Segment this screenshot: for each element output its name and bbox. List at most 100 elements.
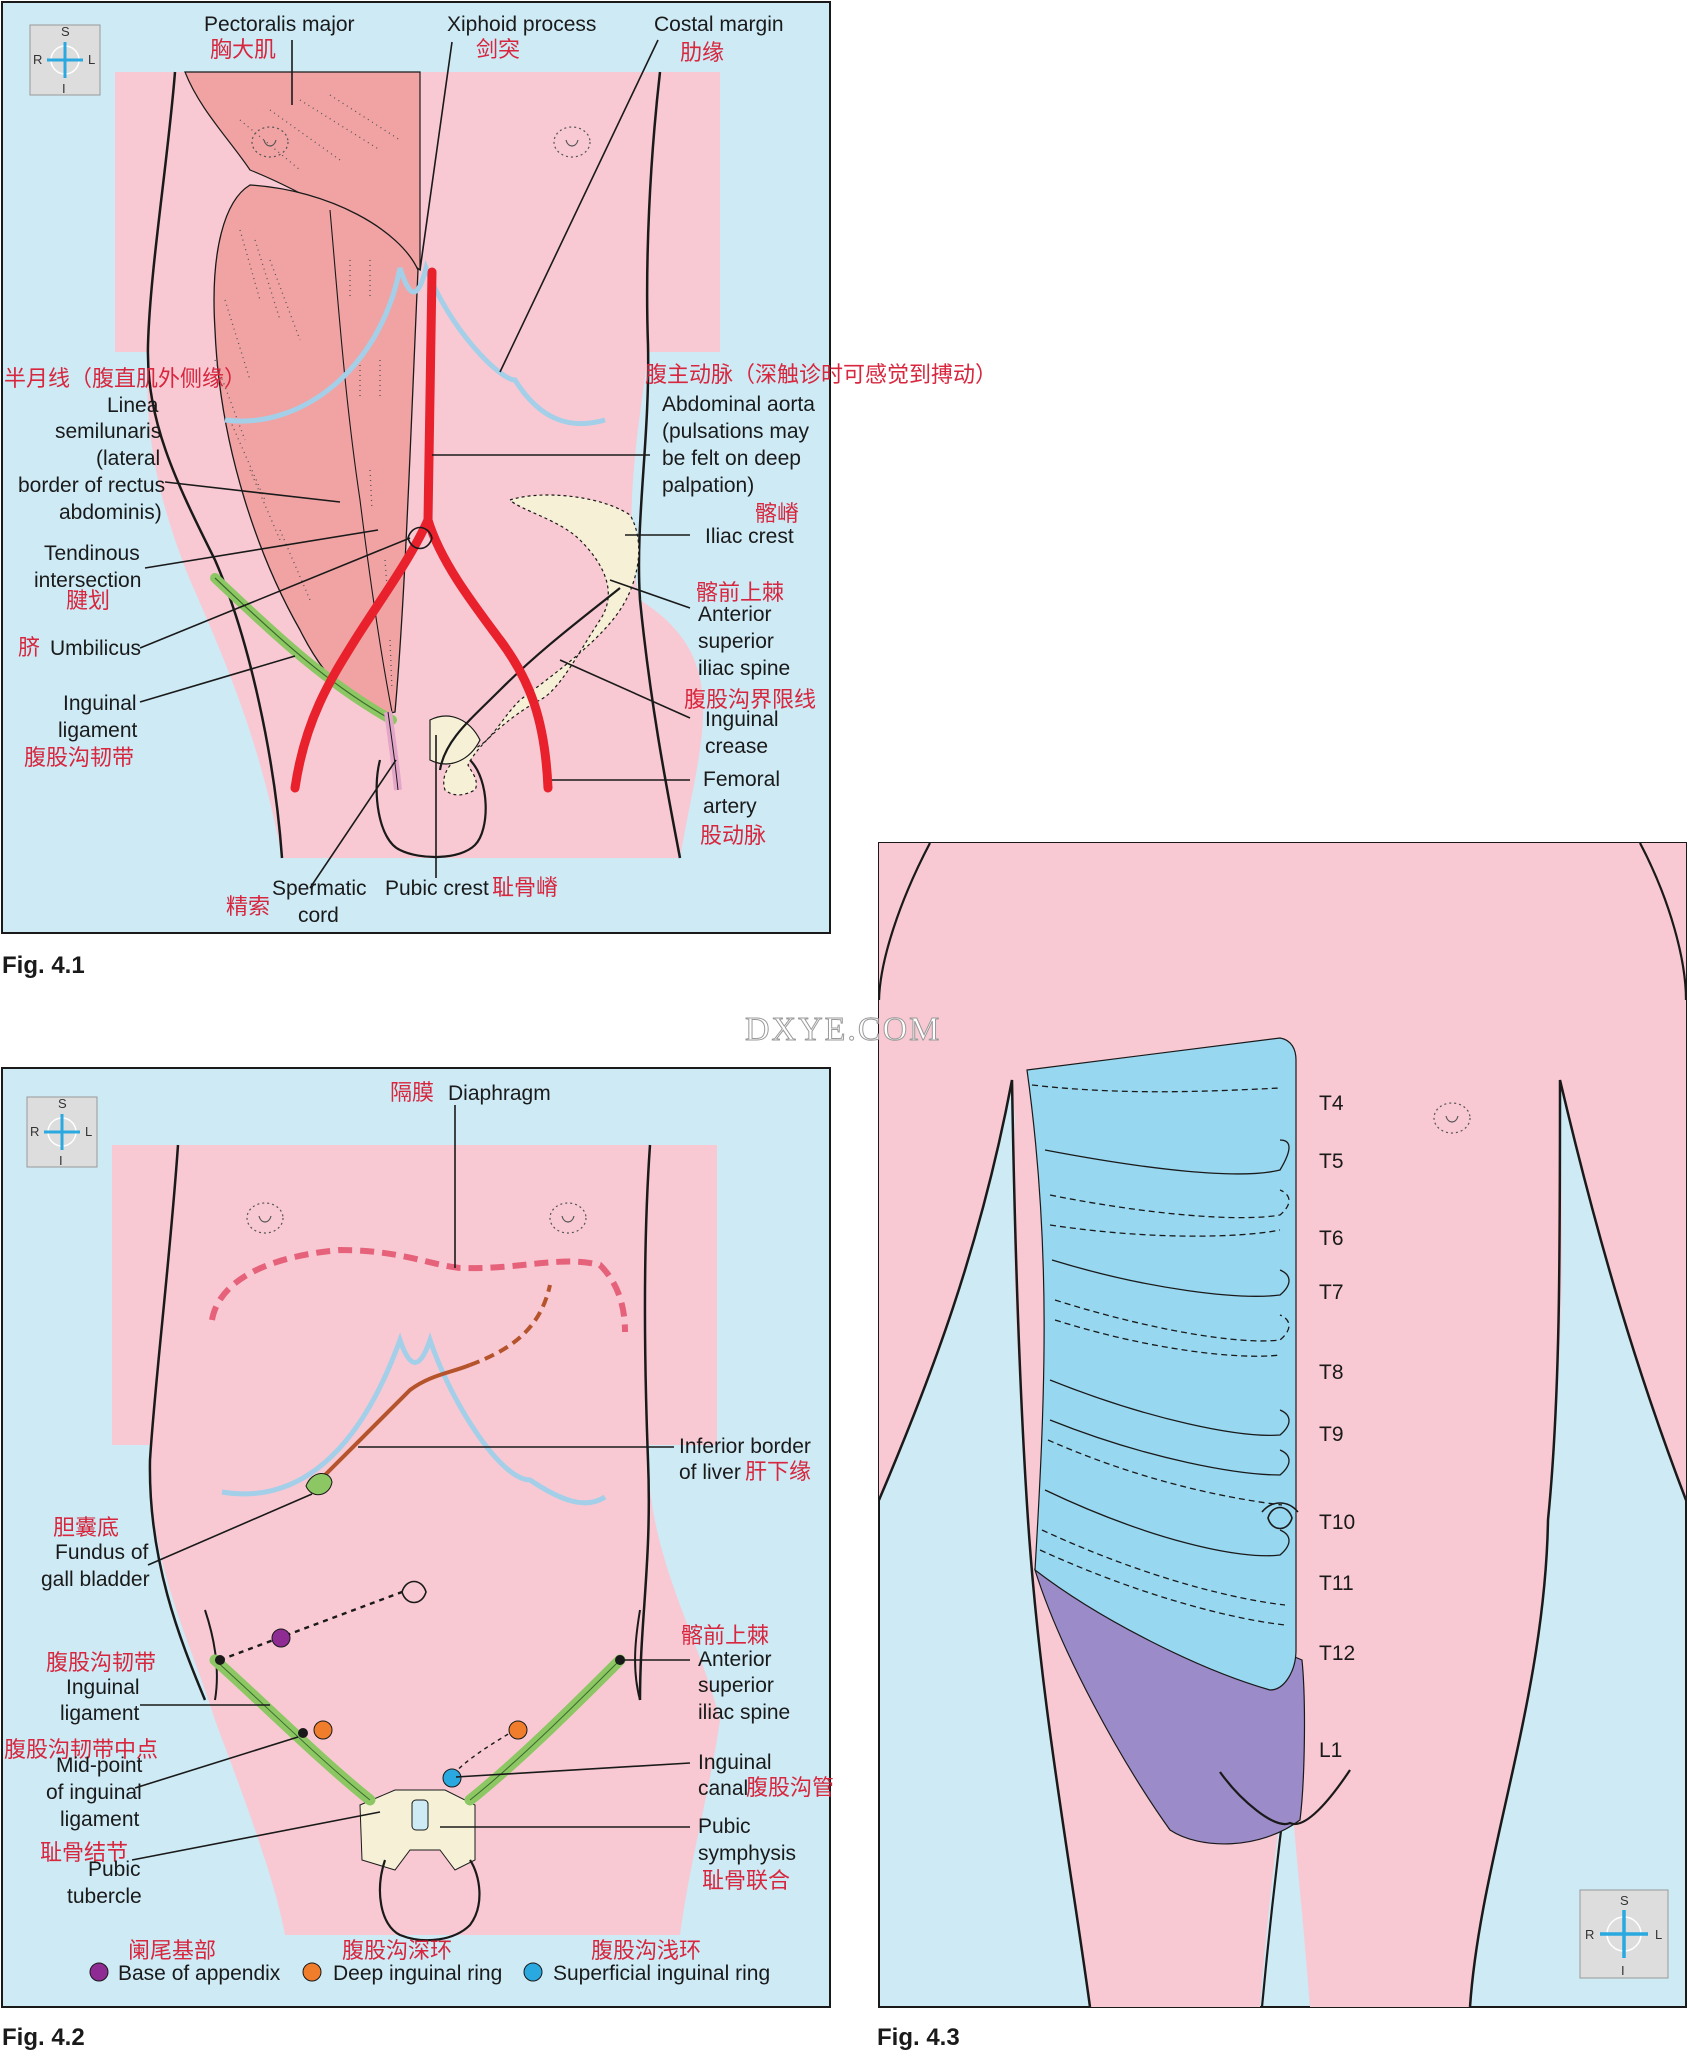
fig3-umbilicus	[1267, 1506, 1293, 1530]
label-linea-line-4: border of rectus	[18, 474, 165, 497]
dermatome-label-t8: T8	[1319, 1361, 1344, 1384]
label-diaphragm-zh: 隔膜	[390, 1080, 434, 1105]
figure-4-3: T4 T5 T6 T7 T8 T9 T10 T11 T12 L1 S I R L…	[877, 842, 1687, 2051]
label-asis-line-2: superior	[698, 1674, 774, 1697]
label-symphysis-zh: 耻骨联合	[702, 1868, 790, 1893]
fig3-compass: S I R L	[1579, 1889, 1669, 1979]
dermatome-label-t5: T5	[1319, 1150, 1344, 1173]
label-aorta-zh: 腹主动脉（深触诊时可感觉到搏动）	[645, 362, 997, 387]
label-asis-zh: 髂前上棘	[681, 1623, 769, 1648]
label-iliac-crest-zh: 髂嵴	[755, 501, 799, 526]
label-inguinal-ligament-zh: 腹股沟韧带	[24, 745, 134, 770]
label-umbilicus-zh: 脐	[18, 635, 40, 660]
compass-l-label: L	[88, 52, 95, 67]
label-pectoralis-major: Pectoralis major	[204, 13, 355, 36]
label-inguinal-ligament-zh: 腹股沟韧带	[46, 1650, 156, 1675]
figure-4-2: S I R L 隔膜 Diaphragm Inferior border of …	[1, 1067, 834, 2051]
label-femoral-artery-1: Femoral	[703, 768, 780, 791]
legend-deep-ring: Deep inguinal ring	[333, 1962, 502, 1985]
label-gall-zh: 胆囊底	[53, 1515, 119, 1540]
compass-s-label: S	[61, 24, 70, 39]
fig2-asis-right-dot	[215, 1655, 225, 1665]
fig3-dermatome-boundaries	[1031, 1084, 1290, 1626]
fig2-compass: S I R L	[26, 1096, 98, 1168]
label-asis-line-1: Anterior	[698, 603, 772, 626]
label-inguinal-canal-2: canal	[698, 1777, 748, 1800]
figure-4-1: S I R L Pectoralis major 胸大肌 Xiphoid pro…	[1, 1, 997, 979]
fig3-caption: Fig. 4.3	[877, 2024, 960, 2051]
fig1-compass: S I R L	[29, 24, 101, 96]
fig2-deep-ring-marker-left	[508, 1720, 528, 1740]
label-asis-line-2: superior	[698, 630, 774, 653]
fig1-abdominal-aorta	[423, 267, 553, 793]
fig2-gall-bladder	[305, 1473, 333, 1496]
label-spermatic-zh: 精索	[226, 894, 270, 919]
label-midpoint-line-3: ligament	[60, 1808, 140, 1831]
legend-superficial-ring: Superficial inguinal ring	[553, 1962, 770, 1985]
fig2-liver-border	[318, 1363, 471, 1482]
label-symphysis-1: Pubic	[698, 1815, 751, 1838]
label-pectoralis-major-zh: 胸大肌	[210, 37, 276, 62]
label-aorta-line-3: be felt on deep	[662, 447, 801, 470]
watermark: DXYE.COM	[745, 1011, 941, 1048]
label-liver-zh: 肝下缘	[745, 1459, 811, 1484]
fig1-fibre-dots	[214, 94, 401, 691]
compass-i-label: I	[62, 81, 66, 96]
fig2-genital-outline	[378, 1859, 481, 1942]
legend-appendix-zh: 阑尾基部	[128, 1938, 216, 1963]
fig2-leader-lines	[131, 1105, 691, 1861]
dermatome-label-t10: T10	[1319, 1511, 1355, 1534]
label-midpoint-line-1: Mid-point	[56, 1754, 143, 1777]
label-pubic-tubercle-2: tubercle	[67, 1885, 142, 1908]
label-aorta-line-2: (pulsations may	[662, 420, 810, 443]
fig2-costal-margin	[221, 1332, 607, 1506]
compass-r-label: R	[33, 52, 42, 67]
compass-r-label: R	[30, 1124, 39, 1139]
label-femoral-artery-zh: 股动脉	[700, 823, 766, 848]
label-linea-line-2: semilunaris	[55, 420, 161, 443]
fig2-umbilicus	[401, 1580, 427, 1604]
fig3-dermatome-labels: T4 T5 T6 T7 T8 T9 T10 T11 T12 L1	[1319, 1092, 1355, 1762]
label-inguinal-crease-zh: 腹股沟界限线	[684, 687, 816, 712]
fig2-asis-left-dot	[615, 1655, 625, 1665]
fig2-diaphragm	[209, 1246, 628, 1333]
label-costal-margin-zh: 肋缘	[680, 40, 724, 65]
compass-i-label: I	[59, 1153, 63, 1168]
dermatome-label-t6: T6	[1319, 1227, 1344, 1250]
fig1-leader-lines	[139, 39, 691, 889]
fig1-labels: Pectoralis major 胸大肌 Xiphoid process 剑突 …	[4, 13, 997, 927]
fig3-dermatome-thoracic	[1026, 1037, 1297, 1691]
label-spermatic-line-1: Spermatic	[272, 877, 367, 900]
fig1-linea-semilunaris	[329, 209, 393, 713]
label-xiphoid-process: Xiphoid process	[447, 13, 596, 36]
label-liver-line-1: Inferior border	[679, 1435, 811, 1458]
fig1-caption: Fig. 4.1	[2, 952, 85, 979]
label-tendinous-line-2: intersection	[34, 569, 141, 592]
label-iliac-crest: Iliac crest	[705, 525, 794, 548]
dermatome-label-t4: T4	[1319, 1092, 1344, 1115]
label-inguinal-crease-2: crease	[705, 735, 768, 758]
dermatome-label-t7: T7	[1319, 1281, 1344, 1304]
fig2-body-outline	[148, 1144, 207, 1701]
fig1-genital-outline	[375, 759, 487, 858]
label-pubic-tubercle-1: Pubic	[88, 1858, 141, 1881]
compass-l-label: L	[85, 1124, 92, 1139]
label-xiphoid-process-zh: 剑突	[476, 37, 520, 62]
fig3-groin-crease	[1219, 1769, 1351, 1826]
label-linea-line-5: abdominis)	[59, 501, 162, 524]
fig2-deep-ring-marker-right	[313, 1720, 333, 1740]
fig1-nipples	[251, 126, 591, 158]
label-linea-line-1: Linea	[107, 394, 159, 417]
label-inguinal-ligament-1: Inguinal	[63, 692, 137, 715]
compass-l-label: L	[1655, 1927, 1662, 1942]
legend-appendix: Base of appendix	[118, 1962, 281, 1985]
label-diaphragm: Diaphragm	[448, 1082, 551, 1105]
fig1-umbilicus	[407, 526, 433, 550]
legend-superficial-ring-swatch	[523, 1962, 543, 1982]
fig2-labels: 隔膜 Diaphragm Inferior border of liver 肝下…	[4, 1080, 834, 1908]
label-aorta-line-4: palpation)	[662, 474, 754, 497]
compass-i-label: I	[1621, 1963, 1625, 1978]
label-inguinal-ligament-2: ligament	[58, 719, 138, 742]
